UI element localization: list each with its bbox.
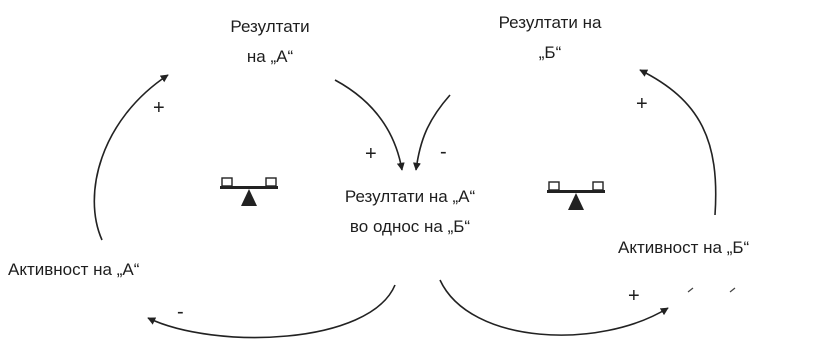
balance-scale-icon: [547, 181, 605, 210]
node-results-a: Резултати на „А“: [190, 12, 350, 72]
node-results-a-line2: на „А“: [246, 47, 294, 66]
polarity-activity-b-to-results-b: +: [636, 93, 648, 115]
node-relative-results-line1: Резултати на „А“: [344, 187, 476, 206]
polarity-results-b-to-relative: -: [440, 141, 447, 163]
arrow-results-a-to-relative: [334, 79, 405, 171]
node-activity-b: Активност на „Б“: [618, 238, 750, 257]
polarity-relative-to-activity-a: -: [177, 301, 184, 323]
polarity-results-a-to-relative: +: [365, 143, 377, 165]
node-relative-results-line2: во однос на „Б“: [349, 217, 471, 236]
polarity-relative-to-activity-b: +: [628, 285, 640, 307]
arrow-relative-to-activity-a: [147, 284, 396, 339]
arrow-relative-to-activity-b: [439, 279, 669, 336]
node-results-b-line1: Резултати на: [498, 13, 602, 32]
arrow-activity-a-to-results-a: [93, 74, 169, 241]
node-results-b: Резултати на „Б“: [460, 8, 640, 68]
node-activity-a: Активност на „А“: [8, 260, 140, 279]
arrow-results-b-to-relative: [412, 94, 451, 171]
arrow-activity-b-to-results-b: [639, 69, 717, 216]
balance-scale-icon: [220, 177, 278, 206]
node-relative-results: Резултати на „А“ во однос на „Б“: [300, 182, 520, 242]
polarity-activity-a-to-results-a: +: [153, 97, 165, 119]
faint-dash: [729, 287, 736, 293]
node-results-b-line2: „Б“: [538, 43, 562, 62]
node-results-a-line1: Резултати: [230, 17, 310, 36]
faint-dash: [687, 287, 694, 293]
